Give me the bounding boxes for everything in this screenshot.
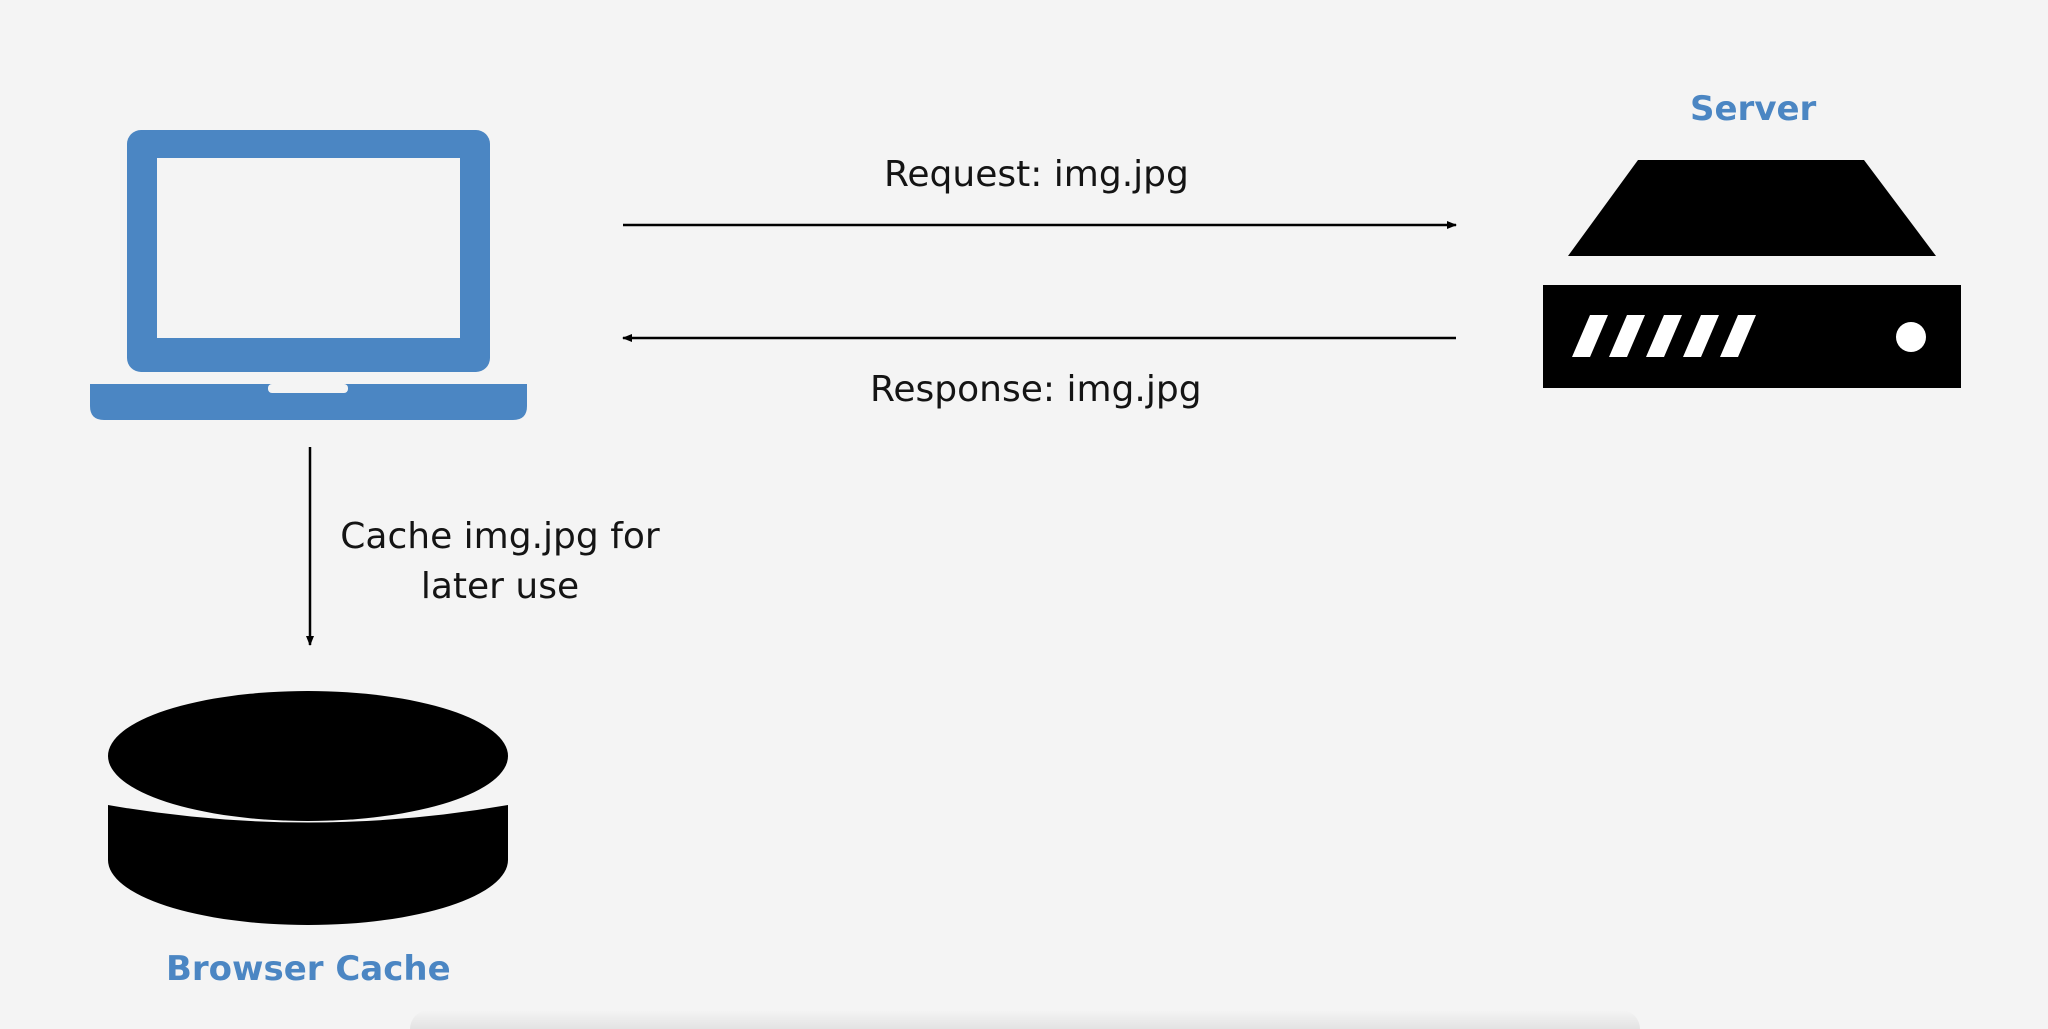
browser-cache-title: Browser Cache: [166, 949, 451, 989]
server-icon: [1543, 160, 1961, 388]
database-icon: [108, 691, 508, 925]
cache-store-label-line1: Cache img.jpg for: [340, 516, 660, 557]
laptop-icon: [90, 130, 527, 420]
server-title: Server: [1690, 89, 1817, 129]
response-label: Response: img.jpg: [870, 369, 1202, 410]
bottom-shadow: [410, 1010, 1640, 1029]
cache-store-label: Cache img.jpg for later use: [340, 512, 660, 612]
request-label: Request: img.jpg: [884, 154, 1189, 195]
cache-store-label-line2: later use: [420, 566, 580, 607]
